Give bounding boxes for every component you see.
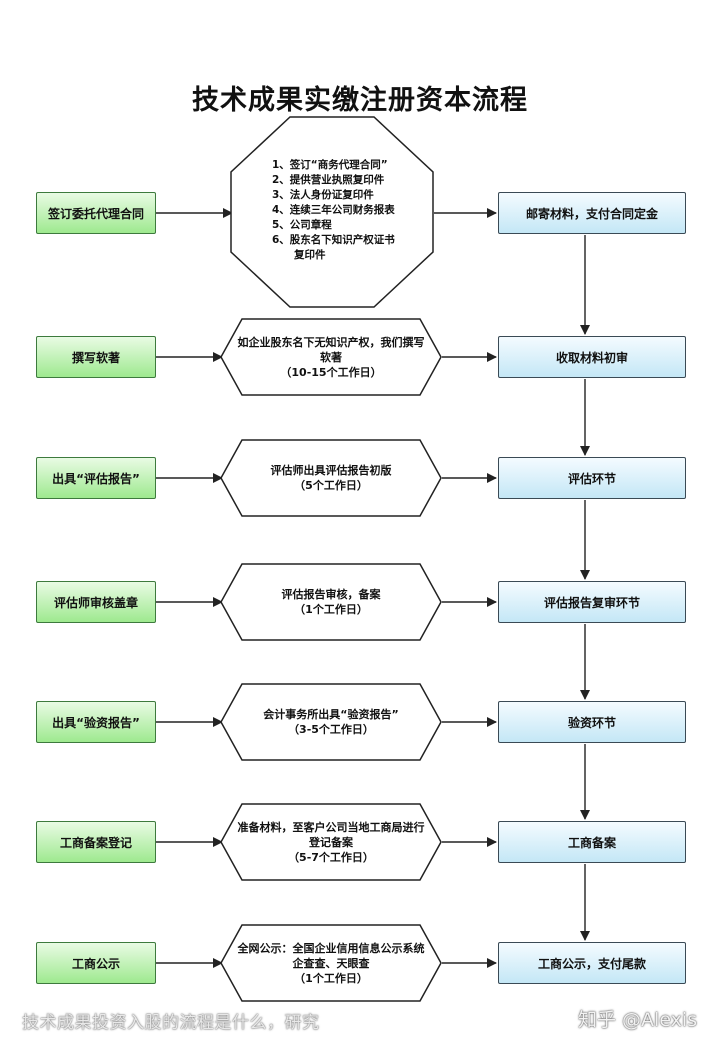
right-step-box: 收取材料初审: [498, 336, 686, 378]
note-line: （5-7个工作日）: [288, 850, 374, 864]
document-item: 1、签订“商务代理合同”: [272, 159, 388, 171]
note-line: 软著: [320, 350, 342, 364]
watermark-author: 知乎 @Alexis: [578, 1009, 698, 1031]
right-step-box: 工商公示，支付尾款: [498, 942, 686, 984]
documents-list: 1、签订“商务代理合同” 2、提供营业执照复印件 3、法人身份证复印件 4、连续…: [272, 158, 432, 263]
note-hexagon: 全网公示：全国企业信用信息公示系统 企查查、天眼查 （1个工作日）: [220, 924, 442, 1002]
right-step-box: 邮寄材料，支付合同定金: [498, 192, 686, 234]
document-item: 4、连续三年公司财务报表: [272, 204, 395, 216]
note-hexagon: 准备材料，至客户公司当地工商局进行 登记备案 （5-7个工作日）: [220, 803, 442, 881]
diagram-title: 技术成果实缴注册资本流程: [192, 85, 528, 116]
document-item: 2、提供营业执照复印件: [272, 174, 385, 186]
left-step-box: 评估师审核盖章: [36, 581, 156, 623]
left-step-box: 签订委托代理合同: [36, 192, 156, 234]
watermark-caption: 技术成果投资入股的流程是什么，研究: [22, 1013, 320, 1033]
note-hexagon: 评估师出具评估报告初版 （5个工作日）: [220, 439, 442, 517]
note-line: 评估报告审核，备案: [281, 588, 381, 601]
left-step-box: 出具“评估报告”: [36, 457, 156, 499]
document-item: 6、股东名下知识产权证书: [272, 234, 395, 246]
note-line: （3-5个工作日）: [288, 723, 374, 736]
note-hexagon: 会计事务所出具“验资报告” （3-5个工作日）: [220, 683, 442, 761]
left-step-box: 撰写软著: [36, 336, 156, 378]
note-line: 如企业股东名下无知识产权，我们撰写: [237, 335, 425, 349]
right-step-box: 评估环节: [498, 457, 686, 499]
left-step-box: 出具“验资报告”: [36, 701, 156, 743]
note-line: （10-15个工作日）: [280, 365, 382, 379]
note-line: （5个工作日）: [294, 479, 368, 492]
left-step-box: 工商公示: [36, 942, 156, 984]
right-step-box: 评估报告复审环节: [498, 581, 686, 623]
document-item: 5、公司章程: [272, 219, 332, 231]
document-item: 3、法人身份证复印件: [272, 189, 374, 201]
document-item: 复印件: [294, 249, 326, 261]
documents-octagon: 1、签订“商务代理合同” 2、提供营业执照复印件 3、法人身份证复印件 4、连续…: [230, 116, 434, 308]
note-line: 登记备案: [309, 835, 353, 849]
right-step-box: 工商备案: [498, 821, 686, 863]
note-line: （1个工作日）: [294, 603, 368, 616]
note-line: 会计事务所出具“验资报告”: [263, 708, 399, 721]
note-line: （1个工作日）: [294, 971, 368, 985]
left-step-box: 工商备案登记: [36, 821, 156, 863]
note-line: 全网公示：全国企业信用信息公示系统: [237, 941, 425, 955]
note-line: 准备材料，至客户公司当地工商局进行: [237, 820, 425, 834]
note-hexagon: 评估报告审核，备案 （1个工作日）: [220, 563, 442, 641]
note-line: 企查查、天眼查: [292, 956, 370, 970]
note-hexagon: 如企业股东名下无知识产权，我们撰写 软著 （10-15个工作日）: [220, 318, 442, 396]
right-step-box: 验资环节: [498, 701, 686, 743]
note-line: 评估师出具评估报告初版: [270, 464, 392, 477]
